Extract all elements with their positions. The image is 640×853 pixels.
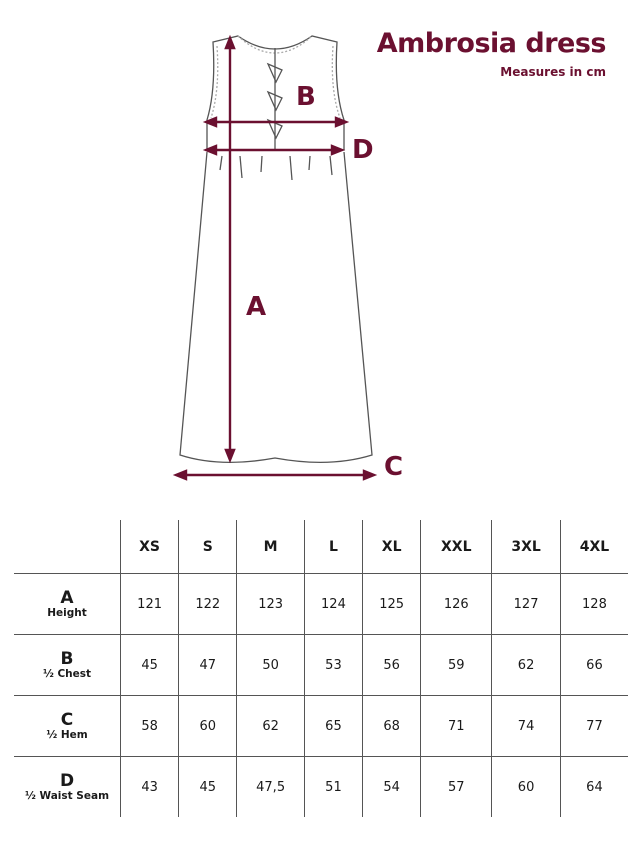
table-cell: 47: [178, 634, 237, 696]
table-cell: 58: [119, 695, 179, 757]
table-cell: 126: [420, 573, 492, 635]
table-cell: 127: [491, 573, 561, 635]
table-cell: 123: [236, 573, 305, 635]
row-name: ½ Hem: [46, 729, 88, 741]
table-cell: 66: [559, 634, 628, 696]
table-cell: 53: [303, 634, 363, 696]
table-cell: 121: [119, 573, 179, 635]
table-cell: 62: [491, 634, 561, 696]
table-cell: 77: [559, 695, 628, 757]
size-header: S: [178, 520, 237, 574]
row-key: B: [60, 649, 74, 669]
page-title: Ambrosia dress: [376, 28, 607, 59]
measure-arrows: [172, 34, 378, 481]
table-cell: 57: [420, 756, 492, 817]
row-name: ½ Waist Seam: [24, 790, 110, 802]
table-cell: 47,5: [236, 756, 305, 817]
size-header: 3XL: [491, 520, 561, 574]
label-a: A: [246, 292, 267, 322]
size-header: XS: [119, 520, 179, 574]
table-cell: 125: [362, 573, 421, 635]
table-cell: 45: [119, 634, 179, 696]
row-name: Height: [47, 607, 87, 619]
table-cell: 65: [303, 695, 363, 757]
corner-cell: [14, 520, 121, 574]
table-cell: 124: [303, 573, 363, 635]
table-cell: 59: [420, 634, 492, 696]
table-cell: 68: [362, 695, 421, 757]
table-cell: 60: [491, 756, 561, 817]
table-cell: 60: [178, 695, 237, 757]
table-cell: 62: [236, 695, 305, 757]
row-key: C: [60, 710, 74, 730]
page-subtitle: Measures in cm: [500, 65, 606, 79]
row-key: D: [59, 771, 75, 791]
size-header: XL: [362, 520, 421, 574]
table-cell: 56: [362, 634, 421, 696]
label-c: C: [384, 452, 404, 482]
label-b: B: [296, 82, 316, 112]
table-cell: 50: [236, 634, 305, 696]
table-cell: 128: [559, 573, 628, 635]
size-header: 4XL: [559, 520, 628, 574]
table-cell: 51: [303, 756, 363, 817]
size-header: XXL: [420, 520, 492, 574]
table-cell: 45: [178, 756, 237, 817]
dress-outline: [179, 35, 373, 463]
size-header: M: [236, 520, 305, 574]
table-cell: 122: [178, 573, 237, 635]
size-header: L: [303, 520, 363, 574]
row-name: ½ Chest: [42, 668, 92, 680]
size-header-row: XS S M L XL XXL 3XL 4XL: [14, 520, 628, 574]
dress-diagram: [172, 34, 378, 481]
label-d: D: [352, 135, 374, 165]
table-cell: 74: [491, 695, 561, 757]
table-cell: 64: [559, 756, 628, 817]
table-cell: 43: [119, 756, 179, 817]
table-cell: 71: [420, 695, 492, 757]
table-cell: 54: [362, 756, 421, 817]
row-key: A: [60, 588, 74, 608]
